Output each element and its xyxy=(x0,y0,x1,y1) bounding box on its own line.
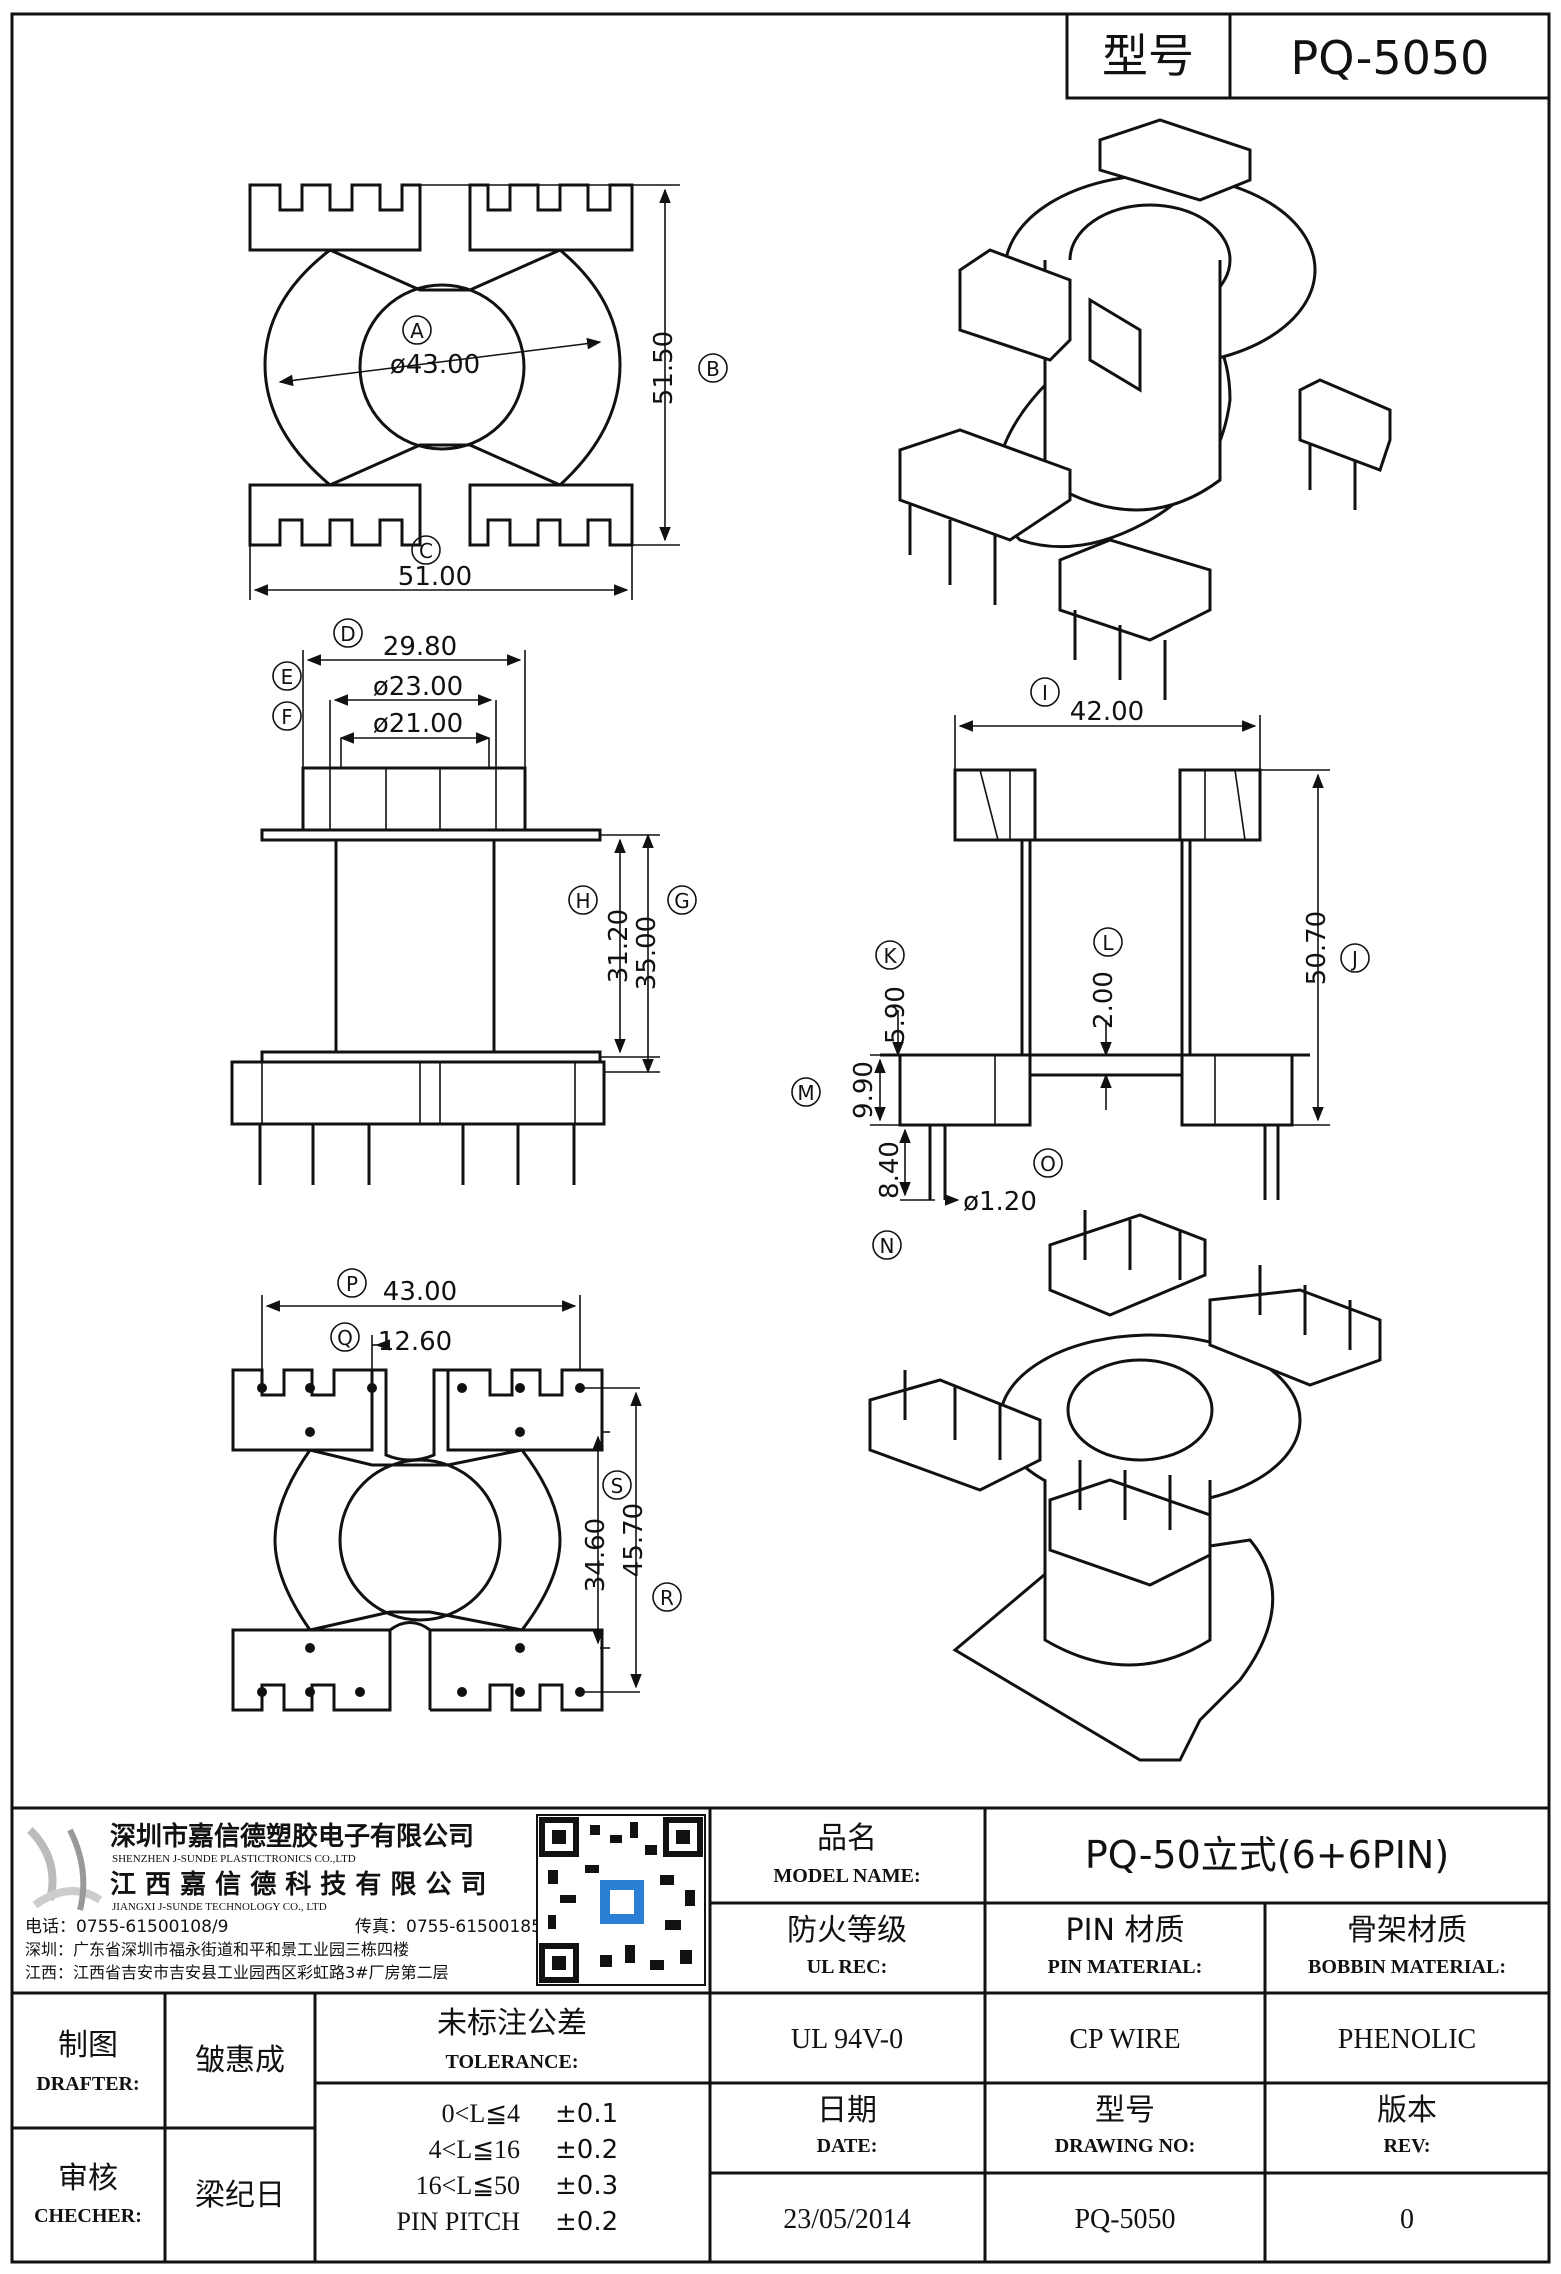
side-view: 42.00 I 50.70 J 2.00 L 5.90 K 9.90 M 8.4… xyxy=(791,677,1370,1260)
callout-h: H xyxy=(575,889,590,913)
checker-label-cn: 审核 xyxy=(58,2161,118,2196)
company-name2-cn: 江 西 嘉 信 德 科 技 有 限 公 司 xyxy=(110,1870,487,1900)
tolerance-value: ±0.1 xyxy=(555,2099,618,2129)
tolerance-label-en: TOLERANCE: xyxy=(446,2051,579,2073)
ul-label-cn: 防火等级 xyxy=(787,1913,907,1948)
dim-a-diameter: ø43.00 xyxy=(390,350,480,380)
callout-f: F xyxy=(281,705,293,729)
callout-b: B xyxy=(706,357,720,381)
callout-r: R xyxy=(660,1586,674,1610)
model-name-label-en: MODEL NAME: xyxy=(773,1865,920,1887)
tolerance-value: ±0.2 xyxy=(555,2135,618,2165)
bobbin-material-label-en: BOBBIN MATERIAL: xyxy=(1308,1956,1506,1978)
callout-e: E xyxy=(281,665,294,689)
company-name-en: SHENZHEN J-SUNDE PLASTICTRONICS CO.,LTD xyxy=(112,1853,356,1865)
tolerance-label-cn: 未标注公差 xyxy=(437,2006,587,2041)
model-name-value: PQ-50立式(6+6PIN) xyxy=(1085,1833,1449,1877)
dim-q-pin-span: 12.60 xyxy=(378,1327,452,1357)
drawing-no-label-en: DRAWING NO: xyxy=(1055,2135,1196,2157)
rev-label-cn: 版本 xyxy=(1377,2093,1437,2128)
dim-pin-length: 8.40 xyxy=(875,1141,905,1199)
dim-j-height: 50.70 xyxy=(1302,911,1332,985)
drawing-no-label-cn: 型号 xyxy=(1095,2093,1155,2128)
pin-material-value: CP WIRE xyxy=(1069,2024,1180,2055)
company-name-cn: 深圳市嘉信德塑胶电子有限公司 xyxy=(110,1821,474,1852)
company-block: 深圳市嘉信德塑胶电子有限公司 SHENZHEN J-SUNDE PLASTICT… xyxy=(25,1814,706,1986)
dim-f-inner-diameter: ø21.00 xyxy=(373,709,463,739)
drafter-label-en: DRAFTER: xyxy=(36,2073,139,2095)
checker-label-en: CHECHER: xyxy=(34,2205,142,2227)
tolerance-value: ±0.3 xyxy=(555,2171,618,2201)
dim-k: 5.90 xyxy=(881,986,911,1044)
company-logo xyxy=(27,1827,103,1911)
callout-s: S xyxy=(611,1474,624,1498)
callout-m: M xyxy=(797,1081,814,1105)
dim-c-width: 51.00 xyxy=(398,562,472,592)
header-model-box: 型号 PQ-5050 xyxy=(1065,12,1551,100)
date-label-en: DATE: xyxy=(817,2135,878,2157)
dim-i-width: 42.00 xyxy=(1070,697,1144,727)
header-model-value: PQ-5050 xyxy=(1291,31,1490,85)
callout-g: G xyxy=(674,889,690,913)
tolerance-range: 4<L≦16 xyxy=(429,2135,520,2164)
ul-label-en: UL REC: xyxy=(807,1956,888,1978)
qr-code xyxy=(536,1814,706,1986)
rev-label-en: REV: xyxy=(1383,2135,1430,2157)
checker-name: 梁纪日 xyxy=(195,2178,285,2213)
callout-o: O xyxy=(1040,1152,1056,1176)
dim-l: 2.00 xyxy=(1089,971,1119,1029)
callout-j: J xyxy=(1350,947,1358,971)
company-address-jiangxi: 江西：江西省吉安市吉安县工业园西区彩虹路3#厂房第二层 xyxy=(25,1963,449,1982)
bottom-view: 43.00 P 12.60 Q 34.60 S 45.70 R xyxy=(231,1268,682,1712)
pin-material-label-en: PIN MATERIAL: xyxy=(1048,1956,1203,1978)
date-value: 23/05/2014 xyxy=(783,2204,911,2235)
sheet-border xyxy=(10,12,1551,2264)
title-block-grid xyxy=(12,1808,1549,2262)
company-phone: 电话：0755-61500108/9 xyxy=(25,1917,228,1937)
callout-n: N xyxy=(880,1234,895,1258)
dim-d-width: 29.80 xyxy=(383,632,457,662)
callout-d: D xyxy=(340,622,355,646)
drafter-label-cn: 制图 xyxy=(58,2028,118,2063)
date-label-cn: 日期 xyxy=(817,2093,877,2128)
pin-material-label-cn: PIN 材质 xyxy=(1066,1913,1185,1948)
dim-pin-diameter: ø1.20 xyxy=(963,1187,1037,1217)
ul-value: UL 94V-0 xyxy=(791,2024,903,2055)
isometric-view-top xyxy=(898,118,1392,700)
dim-p-width: 43.00 xyxy=(383,1277,457,1307)
callout-q: Q xyxy=(337,1326,353,1350)
header-model-label: 型号 xyxy=(1102,29,1194,83)
bobbin-material-label-cn: 骨架材质 xyxy=(1347,1913,1467,1948)
callout-c: C xyxy=(419,539,433,563)
drafter-name: 皱惠成 xyxy=(195,2043,285,2078)
tolerance-range: 16<L≦50 xyxy=(416,2171,520,2200)
drawing-no-value: PQ-5050 xyxy=(1074,2204,1175,2235)
dim-m: 9.90 xyxy=(849,1061,879,1119)
dim-e-outer-diameter: ø23.00 xyxy=(373,672,463,702)
title-block-text: 品名 MODEL NAME: PQ-50立式(6+6PIN) 防火等级 UL R… xyxy=(34,1821,1506,2237)
dim-s: 34.60 xyxy=(581,1518,611,1592)
front-view: 29.80 D ø23.00 E ø21.00 F 31.20 H 35.00 … xyxy=(230,618,697,1185)
dim-h-winding-height: 31.20 xyxy=(604,909,634,983)
callout-k: K xyxy=(883,944,897,968)
callout-i: I xyxy=(1042,681,1048,705)
model-name-label-cn: 品名 xyxy=(817,1821,877,1856)
rev-value: 0 xyxy=(1400,2204,1414,2235)
isometric-view-bottom xyxy=(868,1210,1382,1762)
tolerance-range: 0<L≦4 xyxy=(442,2099,520,2128)
dim-b-height: 51.50 xyxy=(649,331,679,405)
callout-p: P xyxy=(346,1272,358,1296)
company-name2-en: JIANGXI J-SUNDE TECHNOLOGY CO., LTD xyxy=(112,1901,327,1913)
company-address-shenzhen: 深圳：广东省深圳市福永街道和平和景工业园三栋四楼 xyxy=(25,1940,409,1959)
company-fax: 传真：0755-61500185 xyxy=(355,1917,542,1937)
dim-g-total-height: 35.00 xyxy=(632,916,662,990)
callout-l: L xyxy=(1102,931,1114,955)
dim-r: 45.70 xyxy=(619,1503,649,1577)
callout-a: A xyxy=(410,319,424,343)
tolerance-range: PIN PITCH xyxy=(396,2207,520,2236)
top-view: A ø43.00 51.50 B C 51.00 xyxy=(248,183,728,600)
bobbin-material-value: PHENOLIC xyxy=(1338,2024,1476,2055)
tolerance-value: ±0.2 xyxy=(555,2207,618,2237)
